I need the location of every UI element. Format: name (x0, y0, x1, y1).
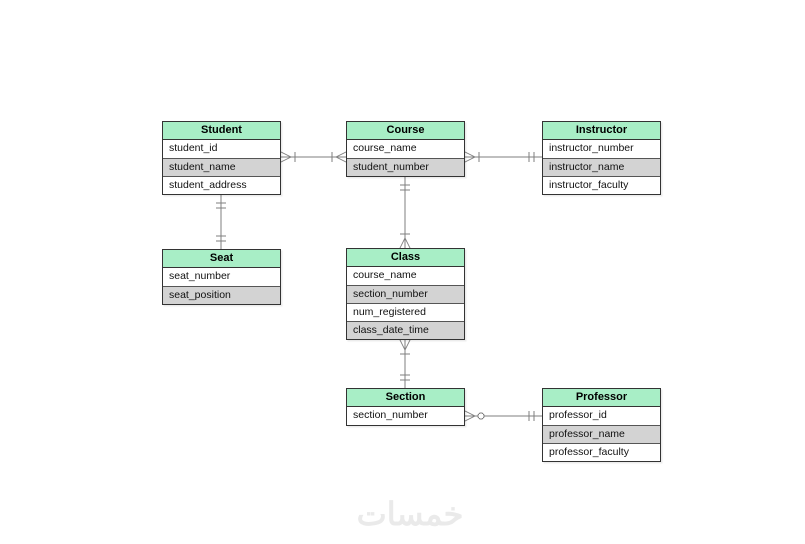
entity-course-title: Course (347, 122, 464, 140)
entity-class-field-num_registered: num_registered (347, 303, 464, 321)
entity-instructor-field-instructor_faculty: instructor_faculty (543, 176, 660, 194)
relationship-class-section (399, 339, 411, 388)
entity-seat-field-seat_position: seat_position (163, 286, 280, 304)
relationship-section-professor (464, 410, 542, 422)
entity-section-field-section_number: section_number (347, 407, 464, 425)
entity-course-field-course_name: course_name (347, 140, 464, 158)
entity-class-field-course_name: course_name (347, 267, 464, 285)
entity-class-field-class_date_time: class_date_time (347, 321, 464, 339)
entity-class-field-section_number: section_number (347, 285, 464, 303)
entity-section-title: Section (347, 389, 464, 407)
relationship-student-seat (216, 195, 226, 249)
entity-class-title: Class (347, 249, 464, 267)
entity-professor-field-professor_name: professor_name (543, 425, 660, 443)
entity-instructor-field-instructor_number: instructor_number (543, 140, 660, 158)
relationship-course-class (399, 177, 411, 249)
entity-student-field-student_id: student_id (163, 140, 280, 158)
entity-professor-field-professor_id: professor_id (543, 407, 660, 425)
entity-professor-title: Professor (543, 389, 660, 407)
watermark-logo: خمسات (356, 496, 464, 532)
entity-seat-title: Seat (163, 250, 280, 268)
entity-student-field-student_name: student_name (163, 158, 280, 176)
entity-course-field-student_number: student_number (347, 158, 464, 176)
relationship-student-course (280, 151, 347, 163)
entity-student-title: Student (163, 122, 280, 140)
relationship-course-instructor (464, 151, 542, 163)
entity-professor-field-professor_faculty: professor_faculty (543, 443, 660, 461)
entity-instructor-field-instructor_name: instructor_name (543, 158, 660, 176)
entity-seat-field-seat_number: seat_number (163, 268, 280, 286)
entity-student-field-student_address: student_address (163, 176, 280, 194)
entity-instructor-title: Instructor (543, 122, 660, 140)
